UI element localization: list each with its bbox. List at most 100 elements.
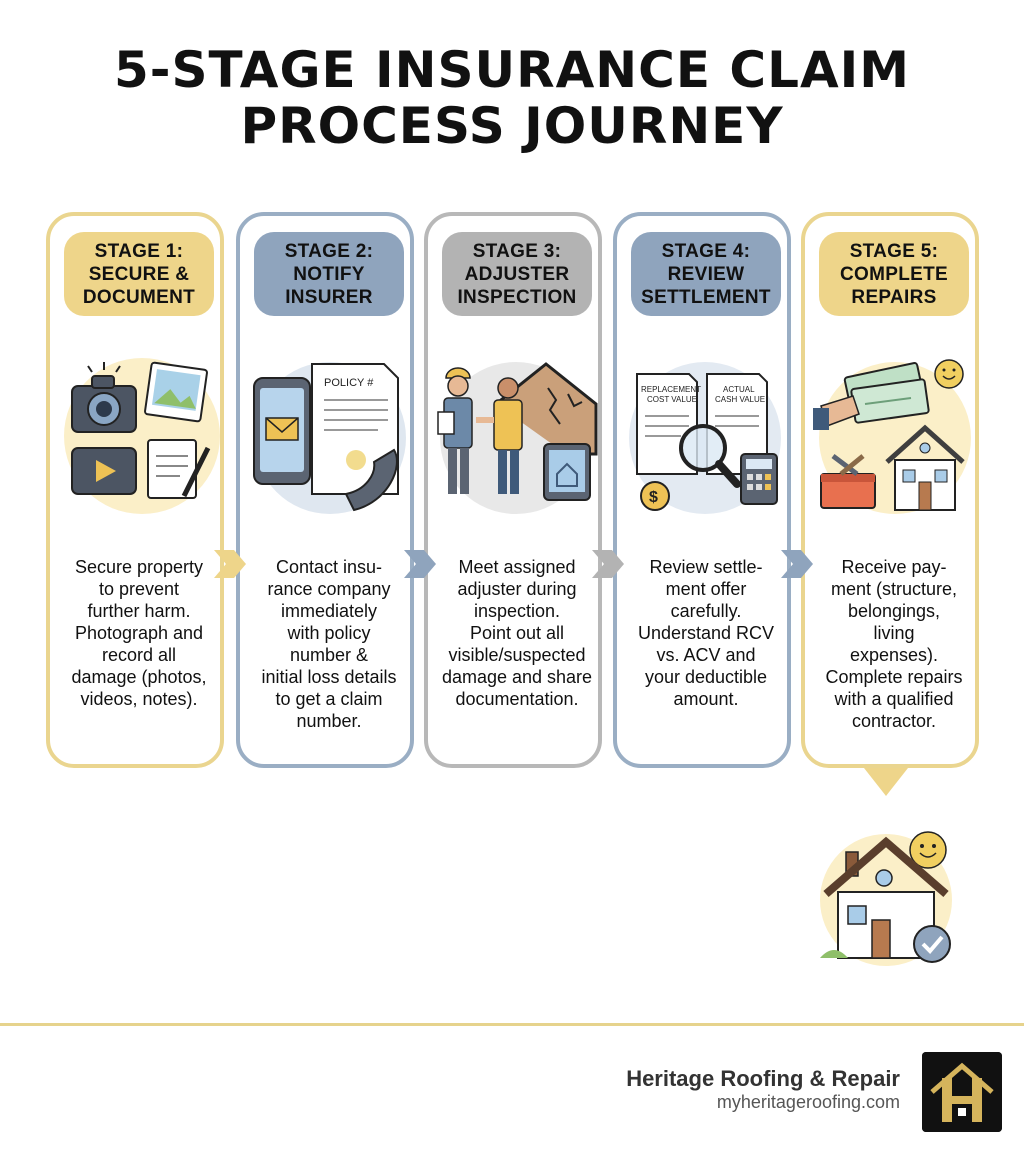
dollar-coin-icon: $ xyxy=(640,481,670,511)
photo-icon xyxy=(144,361,208,423)
brand-name: Heritage Roofing & Repair xyxy=(626,1066,900,1091)
check-payment-icon xyxy=(813,362,930,430)
stage-1-badge-line: DOCUMENT xyxy=(82,286,196,308)
description-line: Receive pay- xyxy=(841,557,947,577)
adjuster-icon xyxy=(437,367,473,494)
stage-2-badge: STAGE 2: NOTIFY INSURER xyxy=(254,232,404,316)
arrow-down-icon xyxy=(864,768,908,796)
description-line: immediately xyxy=(280,601,378,621)
footer-divider xyxy=(0,1023,1024,1026)
title-line-2: PROCESS JOURNEY xyxy=(240,97,784,155)
description-line: Contact insu- xyxy=(275,557,383,577)
description-line: with a qualified xyxy=(834,689,954,709)
envelope-icon xyxy=(265,417,299,441)
description-line: inspection. xyxy=(473,601,561,621)
description-line: record all xyxy=(101,645,177,665)
doc-left-line: COST VALUE xyxy=(647,395,697,404)
stage-3-badge: STAGE 3: ADJUSTER INSPECTION xyxy=(442,232,592,316)
stage-1-badge: STAGE 1: SECURE & DOCUMENT xyxy=(64,232,214,316)
stage-4-badge: STAGE 4: REVIEW SETTLEMENT xyxy=(631,232,781,316)
sun-icon xyxy=(934,359,964,389)
homeowner-icon xyxy=(476,377,523,494)
description-line: to get a claim xyxy=(275,689,383,709)
stage-3-card: STAGE 3: ADJUSTER INSPECTION xyxy=(424,212,602,768)
stage-2-description: Contact insu- rance company immediately … xyxy=(248,556,410,732)
telephone-icon xyxy=(344,448,398,512)
description-line: carefully. xyxy=(670,601,742,621)
stage-2-illustration: POLICY # xyxy=(253,362,406,514)
stage-1-illustration xyxy=(64,358,220,514)
toolbox-icon xyxy=(820,454,876,509)
svg-text:$: $ xyxy=(649,489,658,506)
stage-5-badge-line: STAGE 5: xyxy=(849,240,939,262)
description-line: expenses). xyxy=(849,645,939,665)
stage-4-card: STAGE 4: REVIEW SETTLEMENT REPLACEMENT C… xyxy=(613,212,791,768)
checkmark-badge-icon xyxy=(913,925,951,963)
stage-5-badge: STAGE 5: COMPLETE REPAIRS xyxy=(819,232,969,316)
house-icon xyxy=(885,424,965,511)
stage-4-badge-line: REVIEW xyxy=(667,263,745,285)
tablet-icon xyxy=(543,443,591,501)
repaired-house-icon xyxy=(820,831,952,966)
description-line: living xyxy=(873,623,915,643)
video-icon xyxy=(71,447,137,495)
description-line: ment (structure, xyxy=(830,579,958,599)
policy-label: POLICY # xyxy=(324,377,374,389)
title-line-1: 5-STAGE INSURANCE CLAIM xyxy=(113,41,911,99)
stage-3-badge-line: INSPECTION xyxy=(457,286,577,308)
description-line: number. xyxy=(296,711,362,731)
stage-3-badge-line: ADJUSTER xyxy=(464,263,570,285)
stage-3-illustration xyxy=(437,362,598,514)
stage-1-badge-line: STAGE 1: xyxy=(94,240,184,262)
stage-2-badge-line: STAGE 2: xyxy=(284,240,374,262)
description-line: to prevent xyxy=(98,579,180,599)
stage-4-badge-line: STAGE 4: xyxy=(661,240,751,262)
description-line: vs. ACV and xyxy=(656,645,756,665)
arrow-right-icon xyxy=(592,550,624,578)
camera-icon xyxy=(71,362,137,433)
stage-4-illustration: REPLACEMENT COST VALUE ACTUAL CASH VALUE xyxy=(629,362,781,514)
stage-2-badge-line: NOTIFY xyxy=(293,263,365,285)
arrow-right-icon xyxy=(781,550,813,578)
stage-5-badge-line: COMPLETE xyxy=(840,263,948,285)
description-line: damage and share xyxy=(441,667,593,687)
stage-5-illustration xyxy=(813,359,971,514)
description-line: videos, notes). xyxy=(80,689,198,709)
description-line: with policy xyxy=(287,623,371,643)
stage-2-badge-line: INSURER xyxy=(285,286,373,308)
description-line: ment offer xyxy=(665,579,747,599)
description-line: adjuster during xyxy=(457,579,577,599)
description-line: Review settle- xyxy=(649,557,763,577)
magnifier-icon xyxy=(679,424,741,488)
description-line: amount. xyxy=(673,689,739,709)
stage-5-card: STAGE 5: COMPLETE REPAIRS xyxy=(801,212,979,768)
description-line: documentation. xyxy=(455,689,579,709)
doc-left-line: REPLACEMENT xyxy=(641,385,701,394)
stage-5-description: Receive pay- ment (structure, belongings… xyxy=(813,556,975,732)
arrow-right-icon xyxy=(214,550,246,578)
calculator-icon xyxy=(740,453,778,505)
stage-1-card: STAGE 1: SECURE & DOCUMENT xyxy=(46,212,224,768)
description-line: contractor. xyxy=(851,711,937,731)
description-line: Secure property xyxy=(74,557,204,577)
description-line: further harm. xyxy=(87,601,191,621)
stage-4-badge-line: SETTLEMENT xyxy=(641,286,771,308)
description-line: your deductible xyxy=(644,667,768,687)
stage-4-description: Review settle- ment offer carefully. Und… xyxy=(625,556,787,710)
doc-right-line: CASH VALUE xyxy=(715,395,765,404)
notepad-icon xyxy=(147,439,211,499)
description-line: damage (photos, xyxy=(71,667,207,687)
description-line: rance company xyxy=(267,579,391,599)
sun-icon xyxy=(909,831,947,869)
page-title: 5-STAGE INSURANCE CLAIM PROCESS JOURNEY xyxy=(0,42,1024,154)
description-line: Meet assigned xyxy=(458,557,576,577)
description-line: Complete repairs xyxy=(825,667,963,687)
stage-2-card: STAGE 2: NOTIFY INSURER POLICY # Contac xyxy=(236,212,414,768)
description-line: belongings, xyxy=(847,601,941,621)
description-line: visible/suspected xyxy=(448,645,586,665)
doc-right-line: ACTUAL xyxy=(723,385,755,394)
stage-1-description: Secure property to prevent further harm.… xyxy=(58,556,220,710)
brand-url: myheritageroofing.com xyxy=(716,1092,900,1112)
arrow-right-icon xyxy=(404,550,436,578)
description-line: initial loss details xyxy=(261,667,397,687)
